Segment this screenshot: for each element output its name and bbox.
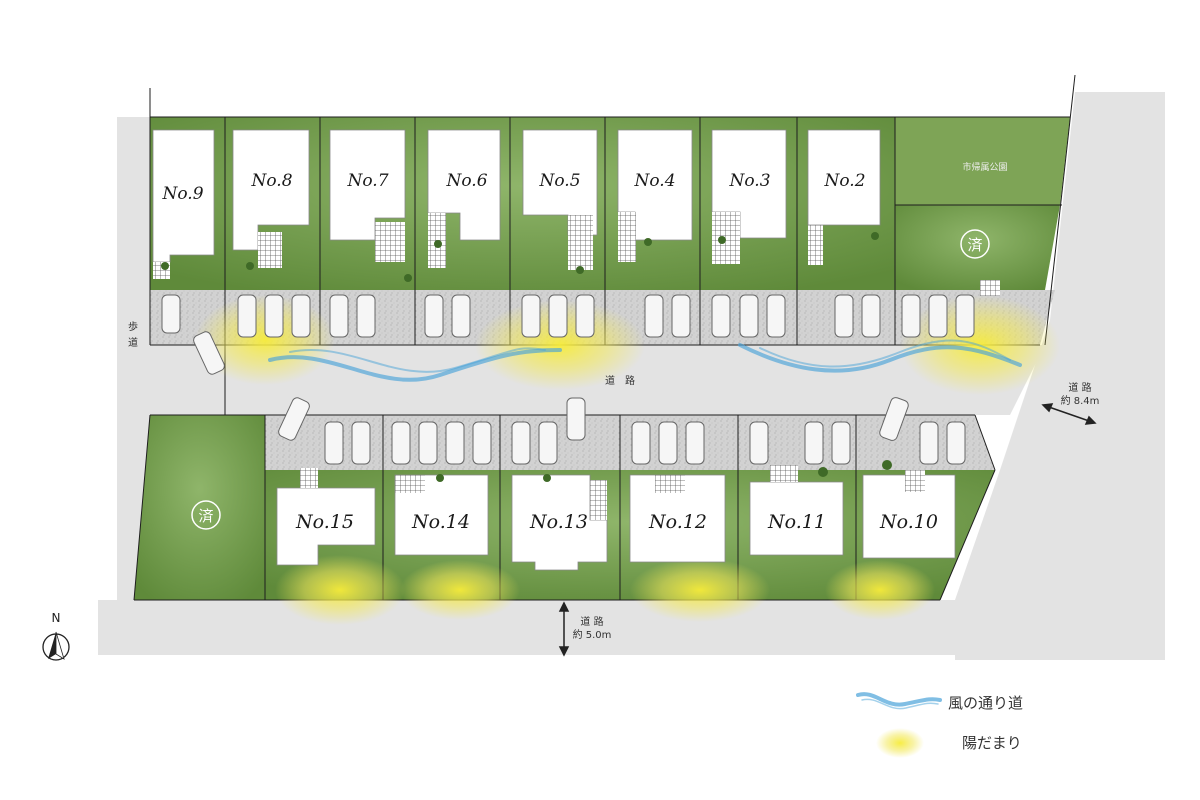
wind-legend-label: 風の通り道	[948, 694, 1023, 712]
walkway	[117, 117, 150, 600]
park-area	[895, 117, 1070, 205]
north-arrow-icon: N	[42, 611, 70, 661]
south-road-width-arrow	[558, 601, 570, 657]
lot-label-12: No.12	[648, 511, 707, 533]
lot-label-14: No.14	[411, 511, 470, 533]
svg-text:済: 済	[967, 236, 982, 254]
lot-label-10: No.10	[879, 511, 938, 533]
lot-label-3: No.3	[728, 171, 770, 191]
lot-label-4: No.4	[633, 171, 675, 191]
sold-lot-north	[895, 205, 1060, 290]
lot-label-15: No.15	[295, 511, 354, 533]
south-sold-lot	[134, 415, 265, 600]
park-label: 市帰属公園	[962, 161, 1007, 173]
sun-legend-icon	[876, 728, 924, 758]
sold-mark-south: 済	[191, 500, 221, 530]
east-road-label: 道 路	[1068, 381, 1091, 394]
lot-label-5: No.5	[538, 171, 580, 191]
sold-mark-north: 済	[960, 229, 990, 259]
lot-label-9: No.9	[161, 184, 203, 204]
lot-dividers	[133, 74, 1076, 601]
east-road-width: 約 8.4m	[1061, 394, 1100, 407]
sun-legend-label: 陽だまり	[962, 734, 1022, 752]
north-lot-labels: No.9 No.8 No.7 No.6 No.5 No.4 No.3 No.2	[161, 171, 865, 204]
south-cars	[278, 397, 966, 465]
walkway-label-2: 道	[128, 336, 138, 349]
south-lot-labels: No.15 No.14 No.13 No.12 No.11 No.10	[295, 511, 938, 533]
lot-label-2: No.2	[823, 171, 865, 191]
lot-label-8: No.8	[250, 171, 292, 191]
wind-paths	[268, 339, 1022, 382]
walkway-label-1: 歩	[128, 320, 138, 333]
north-houses	[152, 129, 881, 263]
south-road-label: 道 路	[580, 615, 603, 628]
wind-legend-icon	[856, 692, 942, 710]
south-houses	[276, 474, 956, 571]
lot-label-7: No.7	[346, 171, 388, 191]
north-label: N	[52, 611, 61, 625]
svg-text:済: 済	[198, 507, 213, 525]
south-tiles	[300, 465, 925, 520]
legend: 風の通り道 陽だまり	[856, 692, 1023, 758]
north-cars	[161, 294, 975, 375]
east-road-width-arrow	[1041, 403, 1097, 425]
east-road	[955, 75, 1165, 660]
lot-label-6: No.6	[445, 171, 487, 191]
lot-label-11: No.11	[767, 511, 826, 533]
plants	[161, 232, 892, 482]
lot-label-13: No.13	[529, 511, 588, 533]
north-tiles	[153, 212, 1000, 296]
south-road-width: 約 5.0m	[573, 628, 612, 641]
main-road-label: 道 路	[605, 374, 635, 387]
